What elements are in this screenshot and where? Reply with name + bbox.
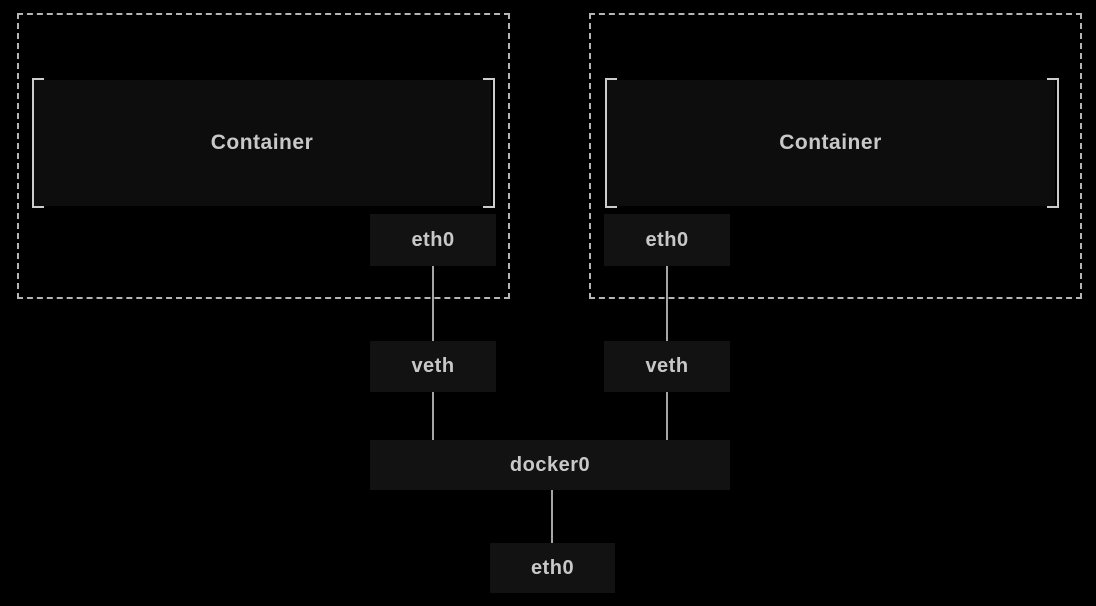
connector-docker0-to-host-eth0 xyxy=(551,490,553,543)
eth0-interface-node-left: eth0 xyxy=(370,214,496,266)
eth0-label: eth0 xyxy=(645,228,689,251)
container-label: Container xyxy=(210,131,314,154)
veth-node-right: veth xyxy=(604,341,730,392)
veth-label: veth xyxy=(645,355,689,377)
connector-eth0-to-veth-right xyxy=(666,266,668,341)
host-eth0-interface-node: eth0 xyxy=(490,543,615,593)
veth-node-left: veth xyxy=(370,341,496,392)
connector-eth0-to-veth-left xyxy=(432,266,434,341)
container-node-left: Container xyxy=(32,78,495,208)
container-bracket-left-icon xyxy=(605,78,617,208)
container-label: Container xyxy=(779,131,882,154)
eth0-label: eth0 xyxy=(411,228,455,251)
network-namespace-box-right xyxy=(589,13,1082,299)
container-node-right: Container xyxy=(605,78,1059,208)
veth-label: veth xyxy=(411,355,455,377)
eth0-interface-node-right: eth0 xyxy=(604,214,730,266)
container-bracket-right-icon xyxy=(1047,78,1059,208)
network-namespace-box-left xyxy=(17,13,510,299)
docker0-bridge-node: docker0 xyxy=(370,440,730,490)
connector-veth-to-docker0-right xyxy=(666,392,668,440)
connector-veth-to-docker0-left xyxy=(432,392,434,440)
host-eth0-label: eth0 xyxy=(530,556,575,579)
container-bracket-left-icon xyxy=(32,78,44,208)
docker0-label: docker0 xyxy=(509,453,591,476)
container-bracket-right-icon xyxy=(483,78,495,208)
